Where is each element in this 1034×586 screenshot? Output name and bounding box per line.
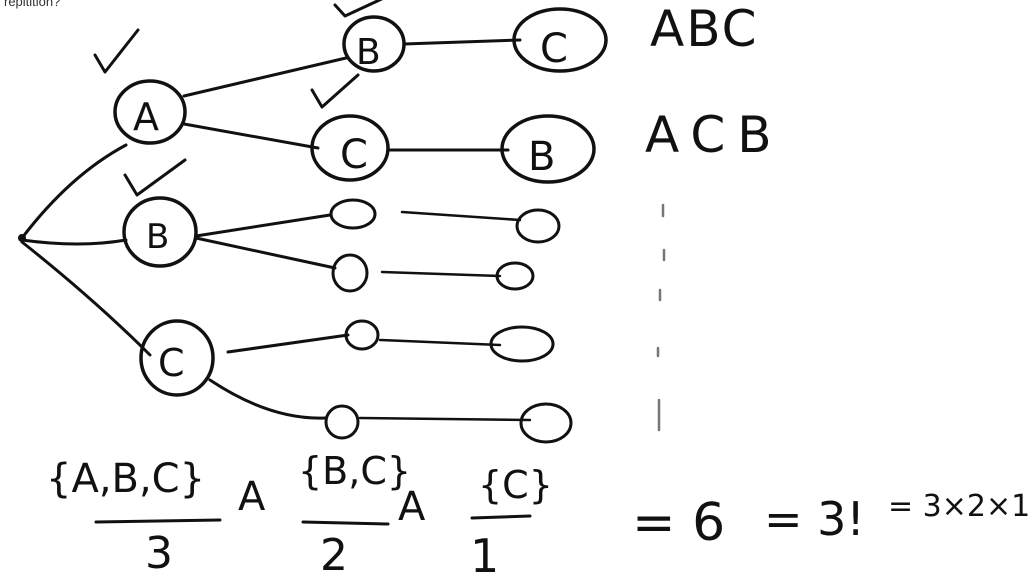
node-b-child-1 — [329, 198, 377, 230]
node-ab: B — [342, 15, 406, 73]
fraction-1-set: {A,B,C} — [46, 456, 205, 502]
node-ac: C — [310, 114, 390, 182]
edge-root-a — [20, 143, 128, 240]
node-c-label: C — [158, 341, 185, 385]
leaf-c-2 — [519, 402, 573, 444]
node-c: C — [139, 319, 215, 397]
edge-b1-leaf — [400, 210, 522, 222]
fraction-2-count: 2 — [320, 530, 348, 581]
node-c-child-2 — [324, 404, 360, 440]
fraction-3: {C} 1 — [470, 463, 553, 583]
node-abc-label: C — [540, 26, 568, 72]
node-acb: B — [500, 114, 596, 184]
edge-a-c — [182, 122, 320, 150]
check-mark-icon — [333, 0, 383, 18]
edge-b-1 — [194, 213, 332, 238]
edge-c-2 — [208, 378, 327, 420]
question-text: repitition? — [4, 0, 61, 9]
node-ac-label: C — [340, 132, 368, 178]
edge-ab-c — [402, 38, 522, 46]
permutation-acb: ACB — [645, 106, 784, 164]
node-b-label: B — [146, 217, 169, 257]
edge-c-1 — [226, 333, 350, 354]
node-acb-label: B — [528, 134, 555, 180]
edge-b-2 — [194, 236, 337, 270]
fraction-2-set: {B,C} — [298, 449, 411, 493]
leaf-b-2 — [495, 261, 535, 291]
edge-c1-leaf — [378, 338, 502, 347]
edge-root-b — [20, 238, 128, 246]
check-mark-icon — [123, 158, 187, 197]
fraction-1: {A,B,C} 3 — [46, 456, 222, 579]
edge-c2-leaf — [358, 416, 532, 422]
fraction-1-count: 3 — [145, 528, 173, 579]
node-ab-label: B — [356, 32, 381, 73]
node-c-child-1 — [344, 319, 380, 351]
result-3-factorial: = 3! — [764, 492, 865, 546]
edge-root-c — [20, 240, 152, 357]
edge-a-b — [182, 56, 348, 98]
operator-1: A — [238, 474, 266, 520]
node-a-label: A — [133, 95, 159, 139]
node-a: A — [113, 79, 187, 145]
fraction-2: {B,C} 2 — [298, 449, 411, 581]
node-b-child-2 — [331, 253, 369, 293]
operator-2: A — [398, 484, 426, 530]
ellipsis-dots — [656, 203, 666, 432]
permutation-abc: ABC — [650, 0, 759, 58]
leaf-b-1 — [515, 208, 561, 244]
leaf-c-1 — [489, 325, 555, 363]
edge-b2-leaf — [380, 270, 502, 278]
check-mark-icon — [310, 73, 360, 109]
result-equals-6: = 6 — [632, 493, 725, 553]
result-product: = 3×2×1 — [888, 489, 1030, 524]
node-abc: C — [512, 7, 608, 73]
fraction-3-count: 1 — [470, 529, 499, 583]
node-b: B — [122, 196, 198, 268]
check-mark-icon — [93, 28, 140, 74]
fraction-3-set: {C} — [478, 463, 553, 507]
